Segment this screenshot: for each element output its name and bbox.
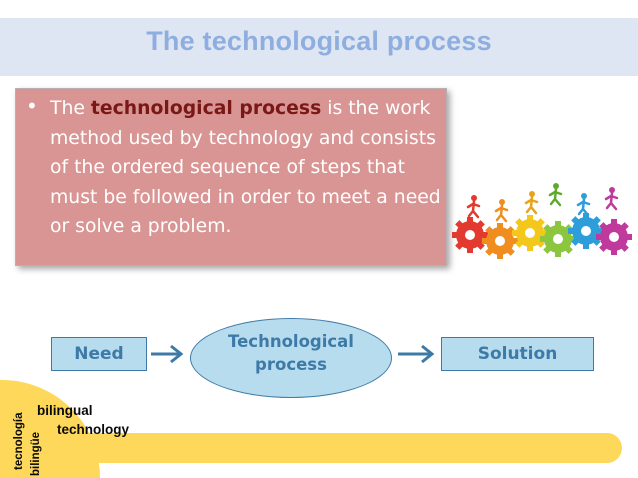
definition-intro: The: [50, 98, 91, 119]
logo-text-bilingual: bilingual: [37, 403, 93, 418]
people-running-on-gears-icon: [452, 181, 632, 259]
definition-rest: is the work method used by technology an…: [50, 98, 441, 237]
definition-text: The technological process is the work me…: [50, 94, 442, 242]
process-label: Technological process: [190, 330, 392, 376]
bullet-icon: •: [26, 94, 38, 118]
logo-text-bilingue: bilingüe: [30, 431, 42, 476]
arrow-right-icon: [398, 344, 435, 364]
solution-label: Solution: [477, 344, 558, 364]
process-label-line1: Technological: [228, 332, 354, 351]
arrow-right-icon: [151, 344, 184, 364]
logo-text-technology: technology: [57, 422, 130, 437]
footer-band: [0, 433, 622, 463]
title-bar: [0, 18, 638, 76]
solution-box: Solution: [441, 337, 594, 371]
need-box: Need: [51, 337, 147, 371]
definition-box: • The technological process is the work …: [15, 88, 447, 266]
need-label: Need: [74, 344, 124, 364]
process-ellipse: [190, 318, 392, 398]
process-label-line2: process: [255, 355, 327, 374]
slide-title: The technological process: [146, 26, 492, 56]
definition-highlight: technological process: [90, 98, 322, 119]
logo-text-tecnologia: tecnología: [13, 412, 25, 470]
